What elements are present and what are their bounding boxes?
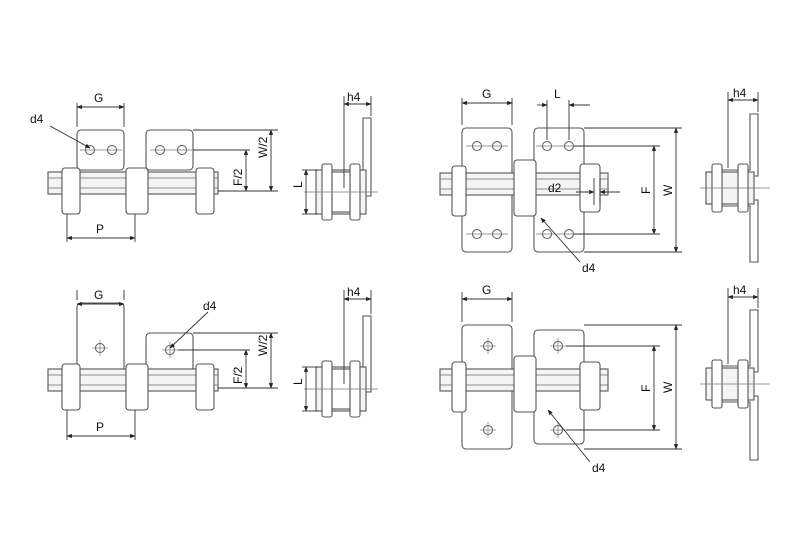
label-L: L [291,378,305,385]
view-top-right-plan: G L d2 d4 F W [439,87,682,275]
view-top-right-side: h4 [700,86,770,263]
label-G: G [482,283,491,297]
label-W: W [661,381,675,393]
label-W: W [661,184,675,196]
label-F: F [639,187,653,194]
label-W-half: W/2 [256,136,270,158]
label-h4: h4 [733,86,747,100]
label-P: P [96,222,104,236]
view-bottom-right-plan: G d4 F W [439,283,682,475]
label-L: L [291,181,305,188]
view-bottom-right-side: h4 [700,283,770,461]
label-h4: h4 [733,283,747,297]
view-bottom-left-plan: G P d4 F/2 W/2 [47,288,278,440]
label-F-half: F/2 [231,366,245,384]
label-P: P [96,420,104,434]
label-d2: d2 [548,181,562,195]
label-G: G [94,91,103,105]
label-h4: h4 [347,285,361,299]
label-F: F [639,385,653,392]
label-d4: d4 [30,112,44,126]
view-bottom-left-side: h4 L [291,285,378,418]
view-top-left-side: h4 L [291,90,378,221]
label-W-half: W/2 [256,334,270,356]
label-d4: d4 [592,461,606,475]
view-top-left-plan: G P d4 F/2 W/2 [30,91,278,242]
label-h4: h4 [347,90,361,104]
label-d4: d4 [582,261,596,275]
label-F-half: F/2 [231,168,245,186]
label-G: G [94,288,103,302]
label-G: G [482,87,491,101]
label-L: L [554,87,561,101]
label-d4: d4 [203,299,217,313]
